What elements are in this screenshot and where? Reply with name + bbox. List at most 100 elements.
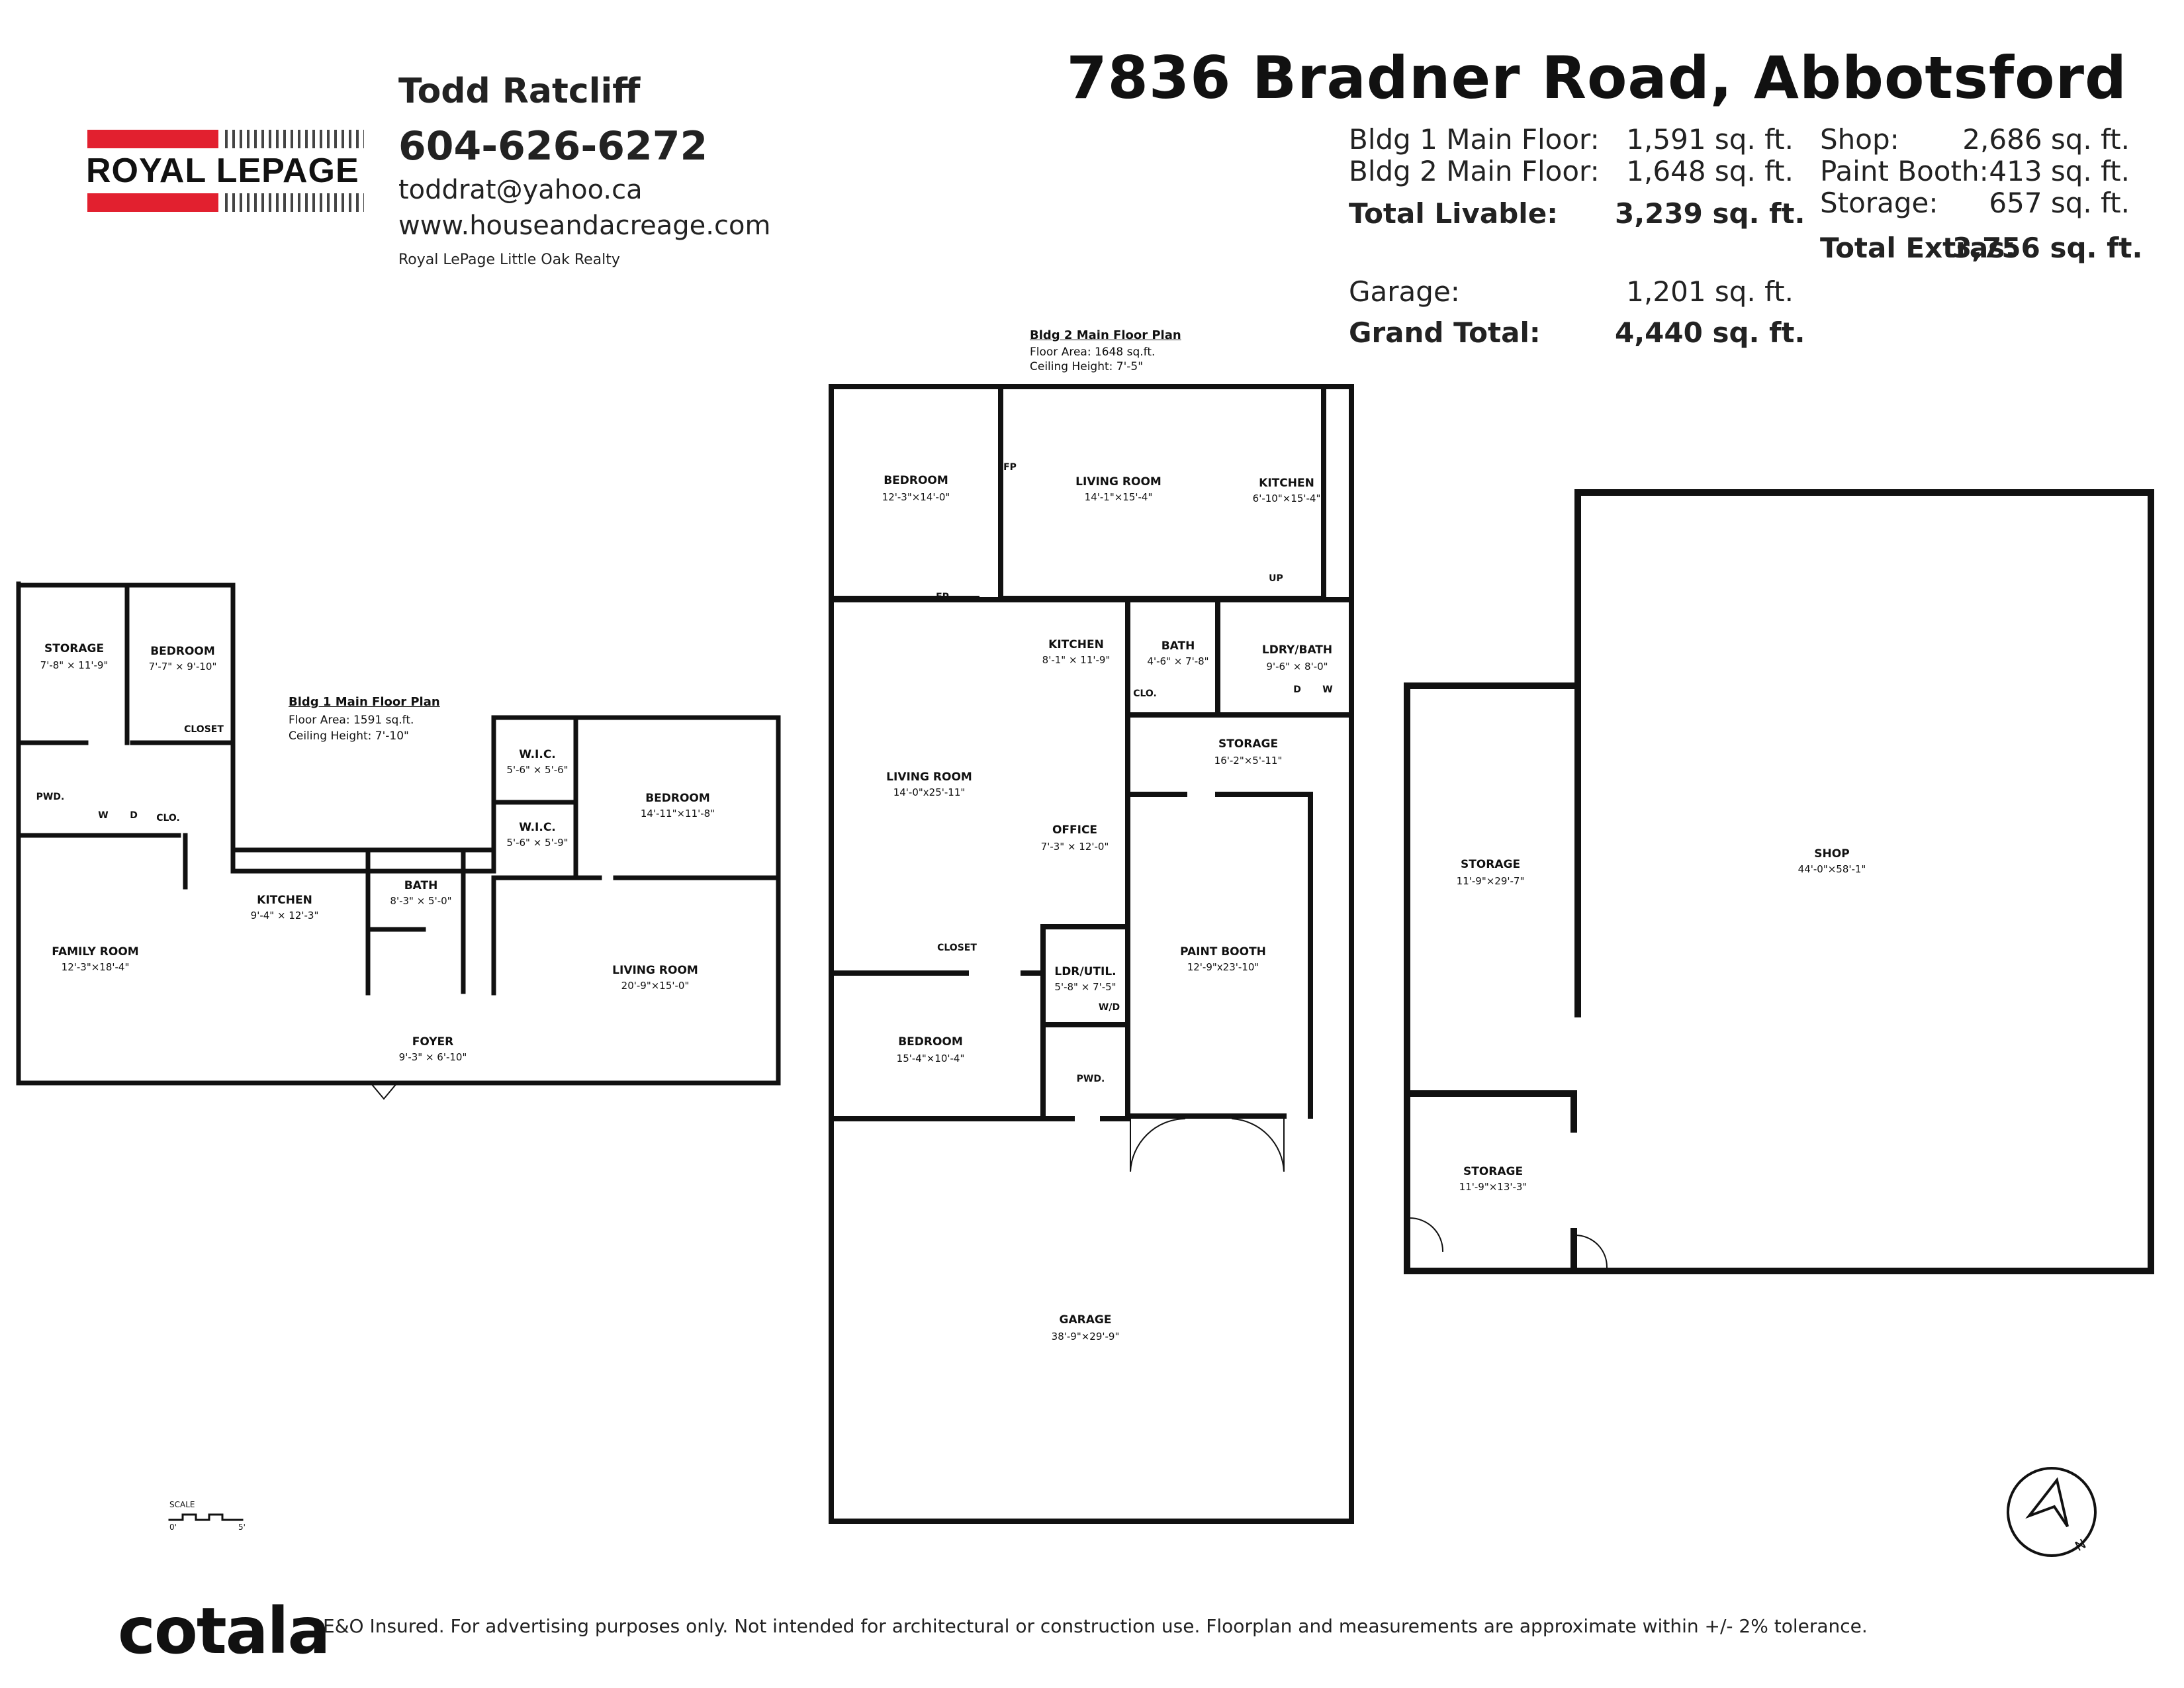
bldg2-kitchen-top-dim: 6'-10"×15'-4" [1252, 492, 1321, 504]
stat-bldg1-label: Bldg 1 Main Floor: [1349, 123, 1600, 156]
bldg1-ceiling-height: Ceiling Height: 7'-10" [289, 729, 409, 743]
bldg2-floor-area: Floor Area: 1648 sq.ft. [1030, 346, 1156, 359]
shop-dim: 44'-0"×58'-1" [1797, 863, 1866, 875]
bldg2-bedroom-top-dim: 12'-3"×14'-0" [882, 491, 950, 503]
bldg1-wic2-name: W.I.C. [519, 821, 556, 834]
stat-bldg2-value: 1,648 sq. ft. [1626, 155, 1794, 187]
bldg1-foyer-name: FOYER [412, 1035, 454, 1049]
bldg1-wic2-dim: 5'-6" × 5'-9" [506, 837, 569, 849]
bldg2-paint-booth-dim: 12'-9"x23'-10" [1187, 961, 1259, 973]
bldg2-office-name: OFFICE [1052, 823, 1098, 837]
bldg1-bath-name: BATH [404, 879, 438, 892]
bldg1-wic1-name: W.I.C. [519, 748, 556, 761]
bldg2-office-dim: 7'-3" × 12'-0" [1040, 841, 1109, 853]
shop-storage-small-dim: 11'-9"×13'-3" [1459, 1181, 1527, 1193]
scale-bar [168, 1513, 244, 1521]
brand-logo-text: ROYAL LEPAGE [86, 152, 359, 190]
bldg1-storage-dim: 7'-8" × 11'-9" [40, 659, 109, 671]
bldg2-storage-name: STORAGE [1218, 737, 1279, 751]
shop-storage-small-name: STORAGE [1463, 1165, 1524, 1178]
bldg2-washer-label: W [1322, 684, 1333, 695]
bldg2-living-mid-dim: 14'-0"x25'-11" [893, 786, 966, 798]
bldg1-family-dim: 12'-3"×18'-4" [61, 961, 130, 973]
bldg1-washer-label: W [98, 810, 109, 821]
bldg1-wic1-dim: 5'-6" × 5'-6" [506, 764, 569, 776]
bldg2-dryer-label: D [1293, 684, 1301, 695]
agent-name: Todd Ratcliff [398, 71, 641, 111]
logo-stripes-bottom [225, 193, 364, 212]
bldg1-foyer-dim: 9'-3" × 6'-10" [398, 1051, 467, 1063]
bldg1-walls [16, 581, 781, 1086]
bldg1-closet-label: CLOSET [184, 724, 224, 735]
bldg1-kitchen-name: KITCHEN [257, 894, 312, 907]
shop-bldg-walls [1404, 489, 2154, 1274]
stat-grand-value: 4,440 sq. ft. [1615, 316, 1805, 349]
stat-grand-label: Grand Total: [1349, 316, 1541, 349]
bldg2-storage-dim: 16'-2"×5'-11" [1214, 755, 1283, 767]
bldg2-ceiling-height: Ceiling Height: 7'-5" [1030, 360, 1144, 373]
bldg1-bedroom-small-name: BEDROOM [150, 645, 215, 658]
stat-livable-label: Total Livable: [1349, 197, 1558, 230]
stat-bldg2-label: Bldg 2 Main Floor: [1349, 155, 1600, 187]
agent-office: Royal LePage Little Oak Realty [398, 252, 620, 268]
stat-shop-value: 2,686 sq. ft. [1962, 123, 2130, 156]
stat-garage-label: Garage: [1349, 275, 1460, 308]
bldg1-bath-dim: 8'-3" × 5'-0" [390, 895, 452, 907]
bldg2-pwd-label: PWD. [1076, 1074, 1105, 1084]
stat-storage-label: Storage: [1820, 187, 1938, 219]
bldg2-ldr-dim: 5'-8" × 7'-5" [1054, 981, 1116, 993]
bldg1-family-name: FAMILY ROOM [52, 945, 139, 959]
bldg2-kitchen-top-name: KITCHEN [1259, 477, 1314, 490]
shop-storage-big-dim: 11'-9"×29'-7" [1456, 875, 1525, 887]
bldg2-bedroom-bot-name: BEDROOM [898, 1035, 963, 1049]
bldg2-ldr-name: LDR/UTIL. [1054, 965, 1116, 978]
stat-paint-value: 413 sq. ft. [1989, 155, 2130, 187]
bldg2-fireplace-top-label: FP [1003, 462, 1017, 473]
bldg2-bedroom-bot-dim: 15'-4"×10'-4" [896, 1053, 965, 1064]
bldg1-kitchen-dim: 9'-4" × 12'-3" [250, 910, 319, 921]
bldg1-living-dim: 20'-9"×15'-0" [621, 980, 690, 992]
bldg2-kitchen-mid-dim: 8'-1" × 11'-9" [1042, 654, 1111, 666]
bldg2-bath-name: BATH [1161, 639, 1195, 653]
stat-extras-label: Total Extras: [1820, 232, 2017, 264]
bldg2-living-top-name: LIVING ROOM [1075, 475, 1161, 489]
stat-bldg1-value: 1,591 sq. ft. [1626, 123, 1794, 156]
compass-icon [2007, 1467, 2097, 1557]
stat-extras-value: 3,756 sq. ft. [1952, 232, 2143, 264]
disclaimer-text: E&O Insured. For advertising purposes on… [323, 1615, 1868, 1637]
bldg1-pwd-label: PWD. [36, 792, 65, 802]
bldg1-bedroom-main-dim: 14'-11"×11'-8" [640, 808, 715, 820]
agent-phone: 604-626-6272 [398, 123, 708, 169]
logo-red-bar-top [87, 130, 218, 148]
agent-website[interactable]: www.houseandacreage.com [398, 211, 771, 241]
stat-livable-value: 3,239 sq. ft. [1615, 197, 1805, 230]
bldg2-wd-label: W/D [1098, 1002, 1120, 1013]
bldg2-ldry-dim: 9'-6" × 8'-0" [1266, 661, 1328, 673]
agent-email[interactable]: toddrat@yahoo.ca [398, 175, 643, 205]
bldg2-garage-name: GARAGE [1059, 1313, 1112, 1327]
bldg2-plan-title: Bldg 2 Main Floor Plan [1030, 328, 1181, 342]
bldg2-fireplace-mid-label: FP [936, 592, 949, 602]
scale-label: SCALE [169, 1500, 195, 1509]
bldg2-paint-booth-name: PAINT BOOTH [1180, 945, 1266, 959]
stat-paint-label: Paint Booth: [1820, 155, 1989, 187]
shop-storage-big-name: STORAGE [1460, 858, 1521, 871]
shop-name: SHOP [1814, 847, 1850, 861]
bldg1-dryer-label: D [130, 810, 138, 821]
bldg1-storage-name: STORAGE [44, 642, 105, 655]
bldg2-clo-label: CLO. [1133, 688, 1157, 699]
scale-zero-label: 0' [169, 1523, 177, 1532]
logo-red-bar-bottom [87, 193, 218, 212]
bldg1-plan-title: Bldg 1 Main Floor Plan [289, 695, 440, 709]
bldg2-stairs-up-label: UP [1269, 573, 1283, 584]
bldg1-floor-area: Floor Area: 1591 sq.ft. [289, 714, 414, 727]
bldg2-ldry-name: LDRY/BATH [1261, 643, 1333, 657]
bldg2-kitchen-mid-name: KITCHEN [1048, 638, 1104, 651]
cotala-logo: cotala [118, 1594, 330, 1668]
bldg2-closet-label: CLOSET [937, 943, 977, 953]
bldg2-living-mid-name: LIVING ROOM [886, 771, 972, 784]
bldg2-bedroom-top-name: BEDROOM [884, 474, 948, 487]
stat-storage-value: 657 sq. ft. [1989, 187, 2130, 219]
logo-stripes-top [225, 130, 364, 148]
